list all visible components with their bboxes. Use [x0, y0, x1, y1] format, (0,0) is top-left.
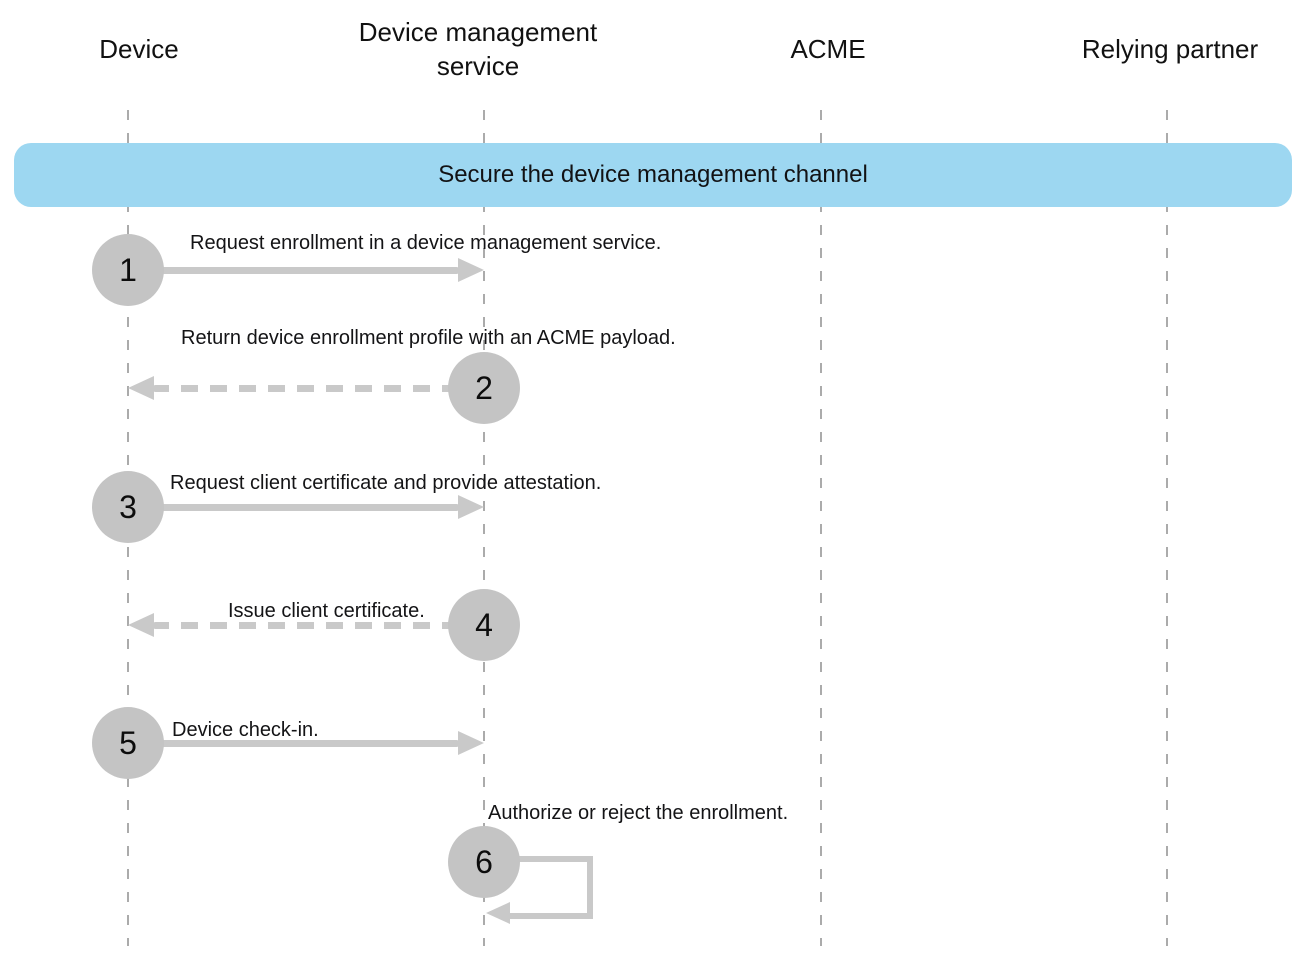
actor-label-acme: ACME: [790, 34, 866, 64]
step-3-arrow-line: [158, 504, 460, 511]
step-6-self-loop-line: [508, 856, 593, 919]
step-2-number: 2: [475, 369, 493, 406]
step-3-message: Request client certificate and provide a…: [170, 472, 602, 494]
step-1-number-badge: 1: [92, 234, 164, 306]
step-4-number-badge: 4: [448, 589, 520, 661]
step-3-number-badge: 3: [92, 471, 164, 543]
step-3-arrowhead-right-icon: [458, 495, 484, 519]
step-6-arrowhead-left-icon: [486, 902, 510, 924]
step-1-message: Request enrollment in a device managemen…: [190, 232, 662, 254]
step-2-message: Return device enrollment profile with an…: [181, 327, 676, 349]
step-2-arrowhead-left-icon: [128, 376, 154, 400]
actor-label-device: Device: [99, 34, 179, 64]
lifeline-relying-partner: [1166, 110, 1168, 946]
step-1-number: 1: [119, 251, 137, 288]
step-5-arrowhead-right-icon: [458, 731, 484, 755]
lifeline-device-management-service: [483, 110, 485, 946]
step-1-arrowhead-right-icon: [458, 258, 484, 282]
phase-banner: Secure the device management channel: [14, 143, 1292, 207]
step-4-arrowhead-left-icon: [128, 613, 154, 637]
step-5-message: Device check-in.: [172, 719, 319, 741]
step-1-arrow-line: [158, 267, 460, 274]
actor-label-relying-partner: Relying partner: [1081, 34, 1259, 64]
step-2-arrow-line: [152, 385, 452, 392]
step-5-number: 5: [119, 724, 137, 761]
step-2-number-badge: 2: [448, 352, 520, 424]
phase-banner-label: Secure the device management channel: [438, 161, 868, 188]
step-6-number: 6: [475, 843, 493, 880]
step-4-message: Issue client certificate.: [228, 600, 425, 622]
step-5-arrow-line: [158, 740, 460, 747]
step-4-arrow-line: [152, 622, 452, 629]
step-6-number-badge: 6: [448, 826, 520, 898]
step-5-number-badge: 5: [92, 707, 164, 779]
step-3-number: 3: [119, 488, 137, 525]
step-4-number: 4: [475, 606, 493, 643]
step-6-message: Authorize or reject the enrollment.: [488, 802, 789, 824]
actor-label-device-management-service: Device management service: [358, 17, 598, 81]
lifeline-acme: [820, 110, 822, 946]
